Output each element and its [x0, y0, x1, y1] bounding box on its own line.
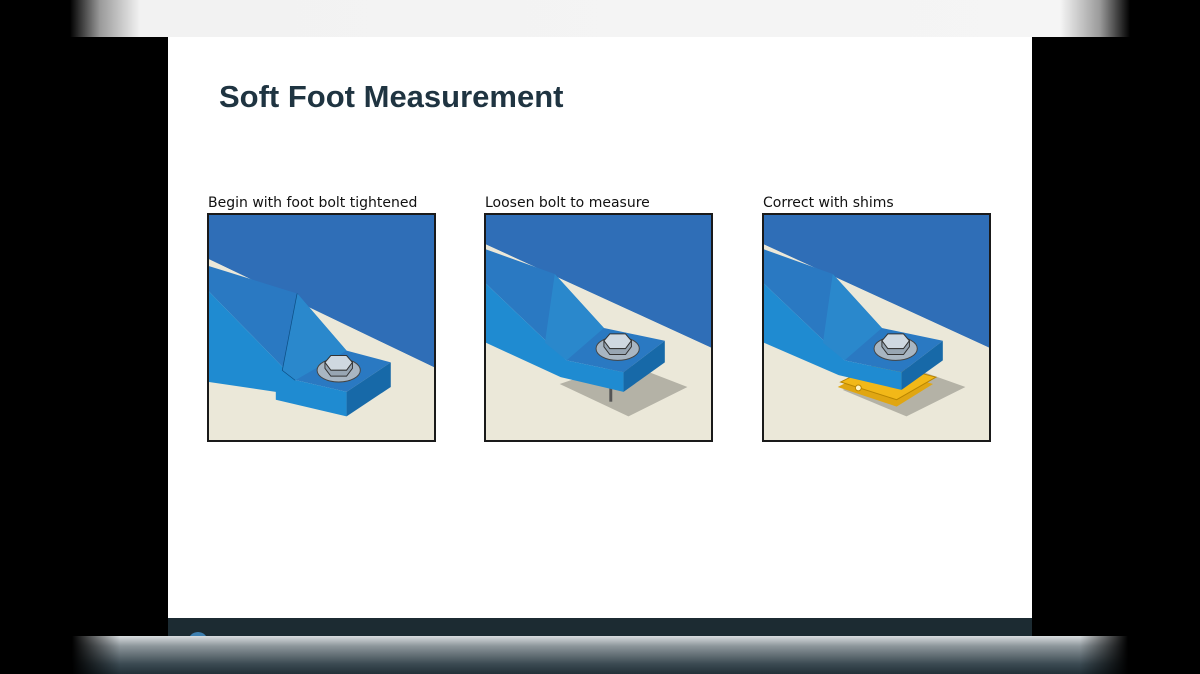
- loosen-bolt-illustration: [484, 213, 713, 442]
- correct-with-shims-illustration: [762, 213, 991, 442]
- presentation-slide: Soft Foot Measurement Begin with foot bo…: [168, 37, 1032, 620]
- panel-label-shimmed: Correct with shims: [763, 195, 894, 211]
- video-bottom-fade-left: [0, 636, 120, 674]
- video-bottom-fade-right: [1080, 636, 1200, 674]
- panel-label-loosened: Loosen bolt to measure: [485, 195, 650, 211]
- bolt-icon: [595, 333, 640, 361]
- video-top-strip: [0, 0, 1200, 37]
- slide-title: Soft Foot Measurement: [219, 79, 564, 114]
- bolt-icon: [316, 355, 361, 383]
- bolt-icon: [873, 333, 918, 361]
- slide-footer-bar: [168, 618, 1032, 652]
- foot-bolt-tightened-illustration: [207, 213, 436, 442]
- video-bottom-strip: [0, 636, 1200, 674]
- panel-label-tightened: Begin with foot bolt tightened: [208, 195, 418, 211]
